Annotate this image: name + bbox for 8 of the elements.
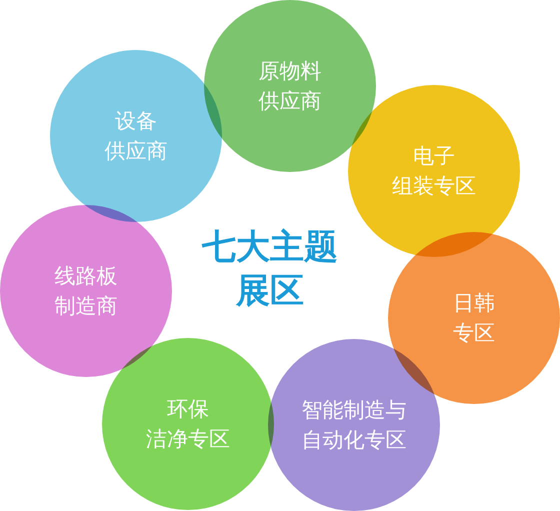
circle-label: 环保洁净专区 (146, 396, 230, 453)
circle-label: 日韩专区 (453, 290, 495, 347)
circle-label: 设备供应商 (104, 108, 168, 165)
circle-label: 电子组装专区 (392, 143, 476, 200)
circle-label: 线路板制造商 (54, 263, 118, 320)
circle-label: 智能制造与自动化专区 (302, 397, 406, 454)
center-title: 七大主题展区 (200, 226, 339, 313)
circle-label: 原物料供应商 (258, 58, 322, 115)
